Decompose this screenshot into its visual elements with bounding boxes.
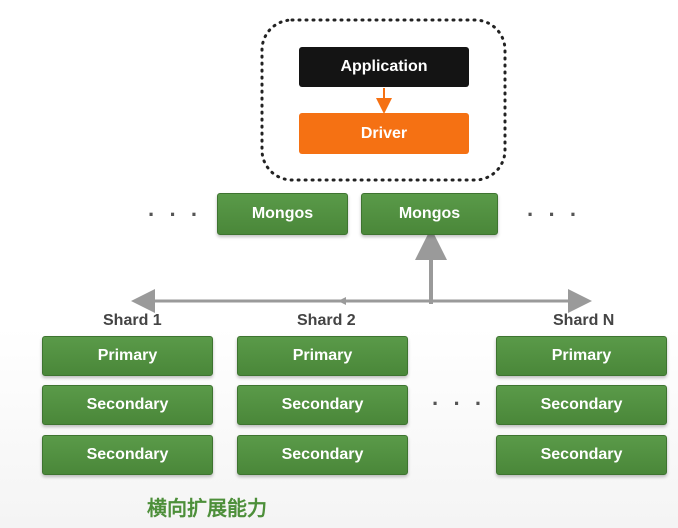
mongos-box-2: Mongos <box>361 193 498 235</box>
shard-2-primary: Primary <box>237 336 408 376</box>
mongos-box-1: Mongos <box>217 193 348 235</box>
shard-n-secondary-1: Secondary <box>496 385 667 425</box>
bus-arrow-middle <box>338 297 346 305</box>
footer-caption: 横向扩展能力 <box>147 498 267 520</box>
application-box: Application <box>299 47 469 87</box>
shard-n-secondary-2: Secondary <box>496 435 667 475</box>
client-boundary <box>260 18 507 182</box>
shard-1-primary: Primary <box>42 336 213 376</box>
shard-1-secondary-1: Secondary <box>42 385 213 425</box>
shard-n-label: Shard N <box>553 312 615 329</box>
shard-2-label: Shard 2 <box>297 312 356 329</box>
shard-2-secondary-2: Secondary <box>237 435 408 475</box>
driver-box: Driver <box>299 113 469 154</box>
shard-1-label: Shard 1 <box>103 312 162 329</box>
shard-2-secondary-1: Secondary <box>237 385 408 425</box>
mongos-ellipsis-left: · · · <box>148 202 203 227</box>
shard-ellipsis: · · · <box>432 391 487 416</box>
mongos-ellipsis-right: · · · <box>527 202 582 227</box>
shard-1-secondary-2: Secondary <box>42 435 213 475</box>
shard-n-primary: Primary <box>496 336 667 376</box>
